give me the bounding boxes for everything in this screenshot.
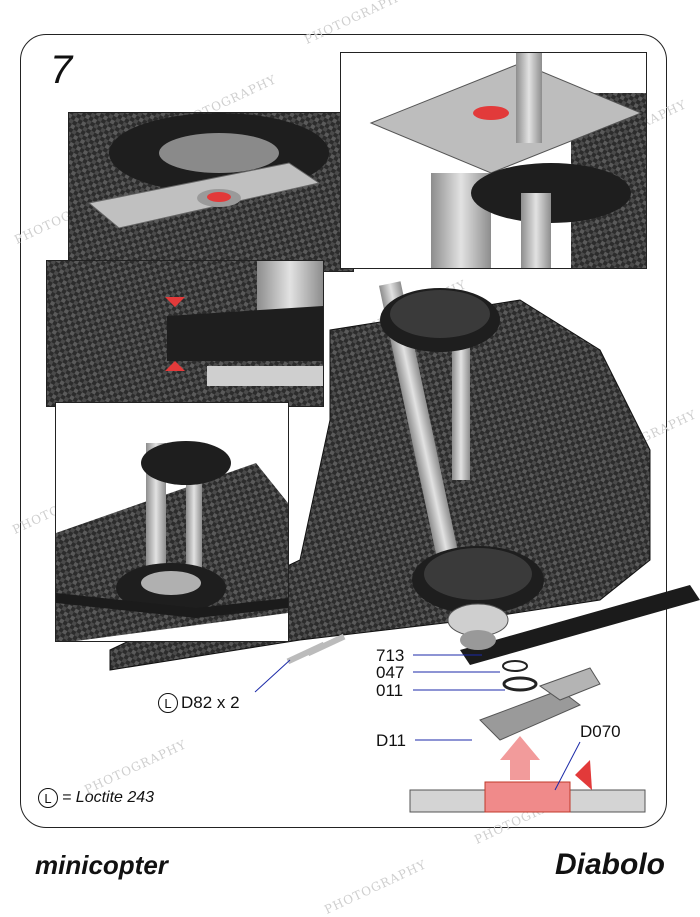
inset-upper-left bbox=[68, 112, 354, 272]
inset-assembly-overview-illustration bbox=[56, 403, 288, 641]
inset-belt-tension bbox=[46, 260, 324, 407]
screws-callout: L D82 x 2 bbox=[158, 693, 240, 713]
screws-label: D82 x 2 bbox=[181, 693, 240, 712]
loctite-symbol: L bbox=[158, 693, 178, 713]
footer-model: Diabolo bbox=[555, 848, 665, 881]
inset-upper-right bbox=[340, 52, 647, 269]
callout-713: 713 bbox=[376, 646, 405, 665]
loctite-legend: L = Loctite 243 bbox=[38, 788, 154, 808]
footer-brand: minicopter bbox=[35, 850, 168, 880]
inset-assembly-overview bbox=[55, 402, 289, 642]
legend-loctite-symbol: L bbox=[38, 788, 58, 808]
callout-d070: D070 bbox=[580, 722, 621, 741]
callout-011: 011 bbox=[376, 681, 404, 700]
step-number: 7 bbox=[50, 48, 73, 92]
legend-text: = Loctite 243 bbox=[62, 789, 155, 806]
callout-047: 047 bbox=[376, 663, 405, 682]
inset-upper-right-illustration bbox=[341, 53, 646, 268]
callout-d11: D11 bbox=[376, 731, 406, 750]
inset-upper-left-illustration bbox=[69, 113, 353, 271]
inset-belt-tension-illustration bbox=[47, 261, 323, 406]
